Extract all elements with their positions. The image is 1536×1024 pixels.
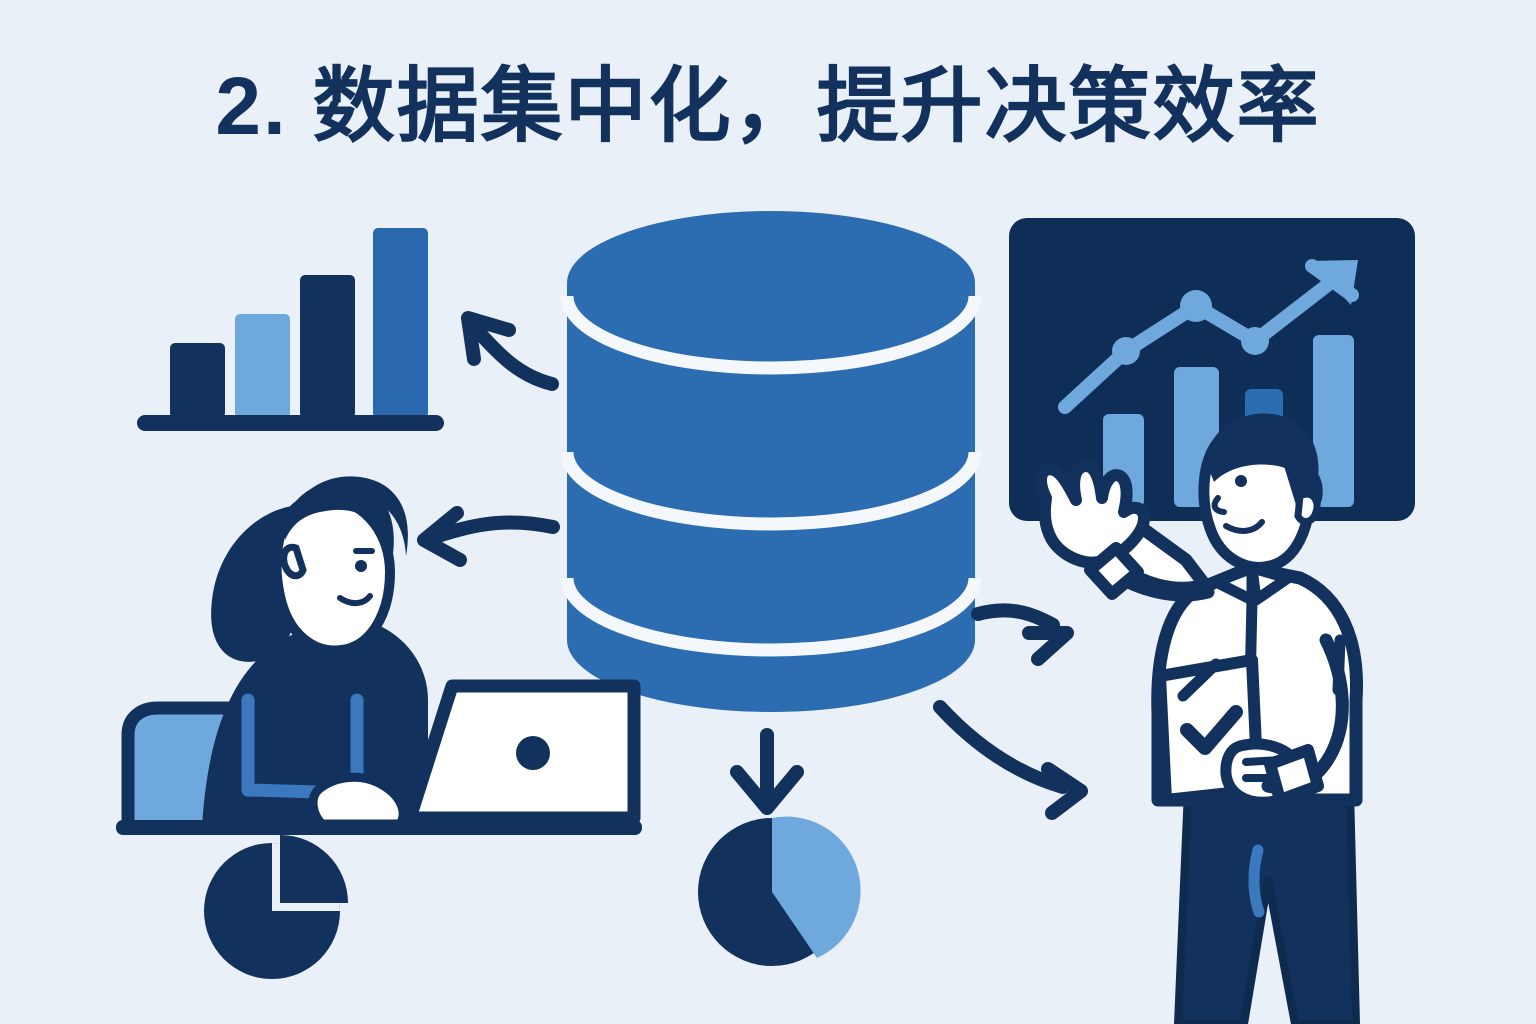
database-top (567, 211, 975, 355)
man-shirt-seam (1332, 634, 1346, 696)
database-band-2 (560, 451, 982, 531)
laptop (403, 679, 641, 825)
bar-chart-illustration (137, 228, 444, 431)
page-title: 2. 数据集中化，提升决策效率 (215, 61, 1321, 152)
dashboard-point-1 (1112, 337, 1140, 365)
man-trouser-accent (1248, 844, 1265, 918)
pie-chart-left (204, 835, 348, 979)
bar-chart-bar-4 (373, 228, 428, 418)
pie-center-light-slice (772, 816, 861, 958)
database-band-3 (560, 577, 982, 657)
dashboard-arrow-stem (1305, 259, 1359, 302)
dashboard-point-2 (1180, 290, 1212, 322)
bar-chart-bar-3 (300, 275, 355, 418)
dashboard-bar-4 (1313, 335, 1354, 507)
analyst-torso (202, 617, 428, 828)
database-band-1 (560, 295, 982, 375)
analyst-sleeve-accent-1 (241, 693, 325, 799)
arrow-to-bar-chart-icon (461, 311, 559, 391)
man-waving-hand (1034, 460, 1150, 569)
man-collar-right (1246, 562, 1294, 606)
analyst-ear (280, 543, 307, 580)
arrow-to-analyst-icon (417, 506, 560, 567)
arrow-to-decision-maker-top-icon (971, 603, 1074, 666)
analyst-hands (308, 772, 408, 829)
clipboard-clip (1177, 658, 1222, 702)
man-eye (1235, 475, 1247, 487)
flow-arrows (417, 311, 1088, 820)
analyst-face (271, 492, 396, 656)
database-cylinder (560, 211, 982, 712)
man-hair (1206, 413, 1319, 514)
desk-surface (116, 820, 642, 835)
man-ear (1294, 490, 1321, 525)
bar-chart-bar-2 (235, 314, 290, 418)
pie-chart-center (698, 816, 861, 966)
analyst-eye (355, 560, 367, 572)
analyst-mouth (337, 593, 373, 606)
bar-chart-bar-1 (170, 343, 225, 418)
hair-front (285, 480, 394, 560)
man-trousers (1174, 786, 1360, 1024)
clipboard-checkmark-icon (1180, 705, 1243, 755)
dashboard-point-3 (1241, 327, 1269, 355)
arrow-to-decision-maker-bottom-icon (933, 700, 1088, 820)
man-cuff-left (1084, 542, 1144, 600)
pie-left-exploded-slice (280, 835, 348, 903)
database-body (567, 283, 975, 712)
arrow-to-pie-chart-icon (730, 728, 804, 815)
man-nose (1211, 495, 1227, 515)
bar-chart-baseline (137, 415, 444, 431)
man-mouth (1223, 519, 1265, 534)
hair-top (300, 476, 408, 556)
analyst-at-laptop (116, 476, 642, 835)
laptop-logo (516, 736, 550, 770)
man-cuff-right (1264, 744, 1324, 806)
decision-maker (1034, 413, 1363, 1024)
